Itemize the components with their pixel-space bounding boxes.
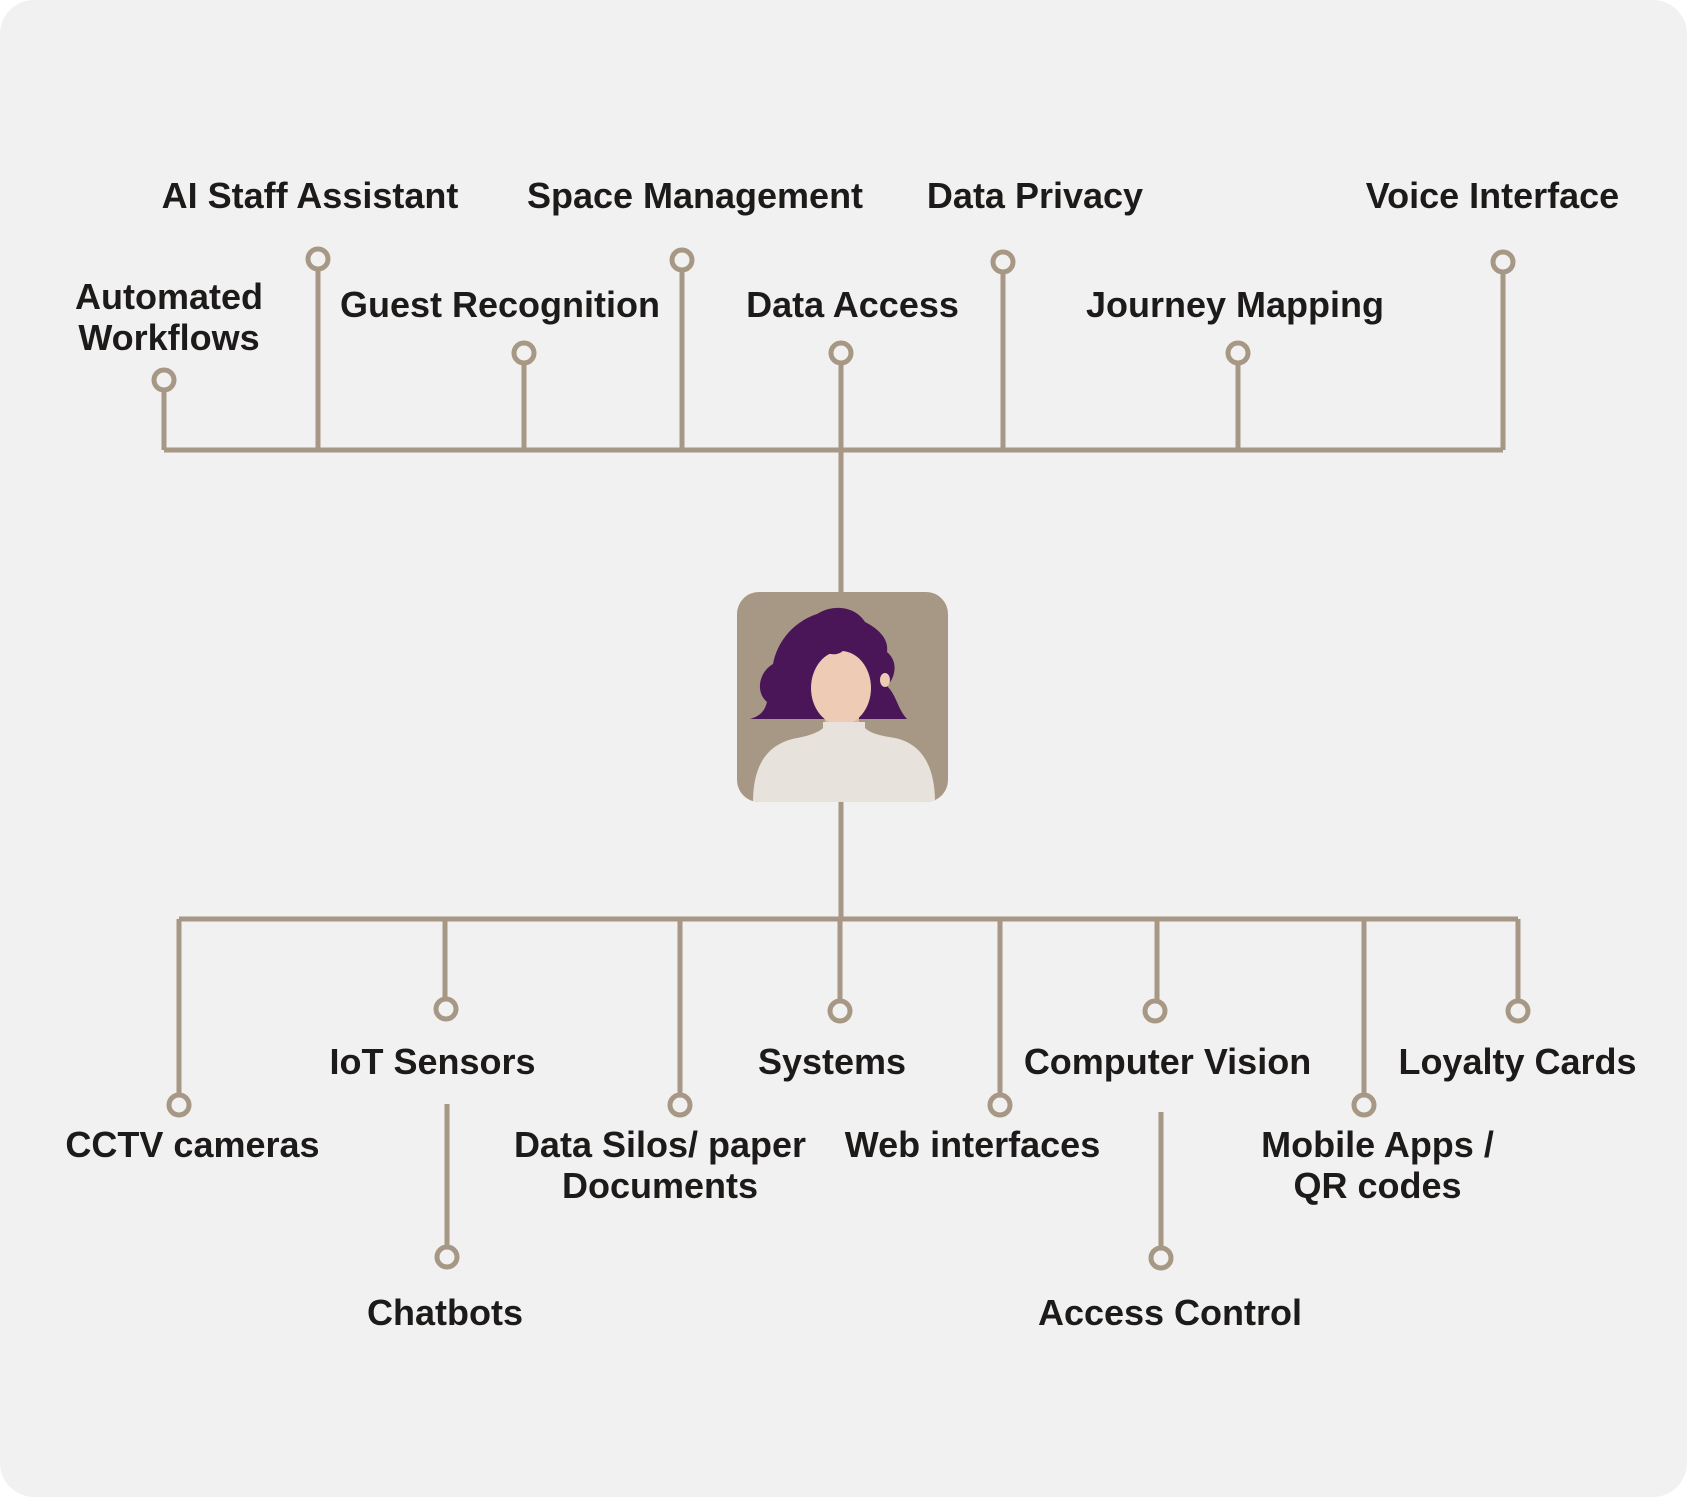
label-computer-vision: Computer Vision bbox=[1023, 1041, 1312, 1082]
label-mobile-apps: Mobile Apps / QR codes bbox=[1261, 1124, 1494, 1206]
node-systems bbox=[827, 998, 853, 1024]
node-loyalty-cards bbox=[1505, 998, 1531, 1024]
label-ai-staff-assistant: AI Staff Assistant bbox=[161, 175, 459, 216]
node-mobile-apps bbox=[1351, 1092, 1377, 1118]
label-data-silos: Data Silos/ paper Documents bbox=[513, 1124, 807, 1206]
label-data-access: Data Access bbox=[746, 284, 959, 325]
node-space-management bbox=[669, 247, 695, 273]
label-systems: Systems bbox=[757, 1041, 907, 1082]
node-data-access bbox=[828, 340, 854, 366]
node-data-silos bbox=[667, 1092, 693, 1118]
node-chatbots bbox=[434, 1244, 460, 1270]
label-access-control: Access Control bbox=[1037, 1292, 1303, 1333]
label-journey-mapping: Journey Mapping bbox=[1085, 284, 1385, 325]
label-web-interfaces: Web interfaces bbox=[844, 1124, 1101, 1165]
node-guest-recognition bbox=[511, 340, 537, 366]
label-cctv-cameras: CCTV cameras bbox=[65, 1124, 320, 1165]
node-ai-staff-assistant bbox=[305, 246, 331, 272]
node-computer-vision bbox=[1142, 998, 1168, 1024]
node-iot-sensors bbox=[433, 996, 459, 1022]
label-space-management: Space Management bbox=[526, 175, 864, 216]
node-voice-interface bbox=[1490, 249, 1516, 275]
label-guest-recognition: Guest Recognition bbox=[339, 284, 660, 325]
label-loyalty-cards: Loyalty Cards bbox=[1398, 1041, 1637, 1082]
node-cctv-cameras bbox=[166, 1092, 192, 1118]
node-data-privacy bbox=[990, 249, 1016, 275]
label-iot-sensors: IoT Sensors bbox=[329, 1041, 536, 1082]
node-access-control bbox=[1148, 1245, 1174, 1271]
person-avatar-icon bbox=[737, 592, 948, 802]
label-chatbots: Chatbots bbox=[367, 1292, 523, 1333]
label-voice-interface: Voice Interface bbox=[1365, 175, 1620, 216]
label-automated-workflows: Automated Workflows bbox=[75, 276, 263, 358]
node-journey-mapping bbox=[1225, 340, 1251, 366]
label-data-privacy: Data Privacy bbox=[926, 175, 1144, 216]
node-web-interfaces bbox=[987, 1092, 1013, 1118]
node-automated-workflows bbox=[151, 367, 177, 393]
